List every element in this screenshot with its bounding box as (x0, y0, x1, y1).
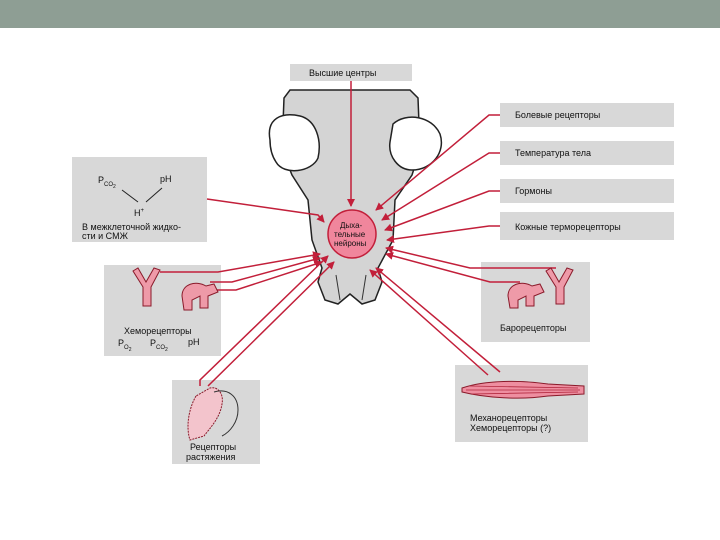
skin-thermoreceptors-label: Кожные терморецепторы (515, 222, 621, 232)
chemo-pco2: PCO2 (150, 338, 168, 355)
chemoreceptors-title: Хеморецепторы (124, 326, 192, 336)
stretch-label-1: Рецепторы (190, 442, 236, 452)
arrow-stretch-2 (208, 262, 334, 386)
interstitial-h: H+ (134, 206, 144, 218)
interstitial-ph: pH (160, 174, 172, 184)
arrow-chemo-3 (212, 262, 322, 290)
mechano-label-1: Механорецепторы (470, 413, 547, 423)
stretch-label-2: растяжения (186, 452, 235, 462)
brainstem-illustration (269, 90, 441, 304)
arrow-mechano-2 (370, 270, 488, 375)
center-label-3: нейроны (334, 239, 366, 249)
mechano-label-2: Хеморецепторы (?) (470, 423, 551, 433)
body-temperature-label: Температура тела (515, 148, 591, 158)
arrow-interstitial (207, 199, 324, 222)
pain-receptors-label: Болевые рецепторы (515, 110, 600, 120)
interstitial-caption-2: сти и СМЖ (82, 231, 128, 241)
arrow-skin (387, 226, 500, 240)
hormones-label: Гормоны (515, 186, 552, 196)
chemo-ph: pH (188, 337, 200, 347)
higher-centers-label: Высшие центры (309, 68, 376, 78)
interstitial-pco2: PCO2 (98, 175, 116, 192)
baroreceptors-label: Барорецепторы (500, 323, 566, 333)
arrow-hormones (385, 191, 500, 230)
chemo-po2: PO2 (118, 338, 131, 355)
